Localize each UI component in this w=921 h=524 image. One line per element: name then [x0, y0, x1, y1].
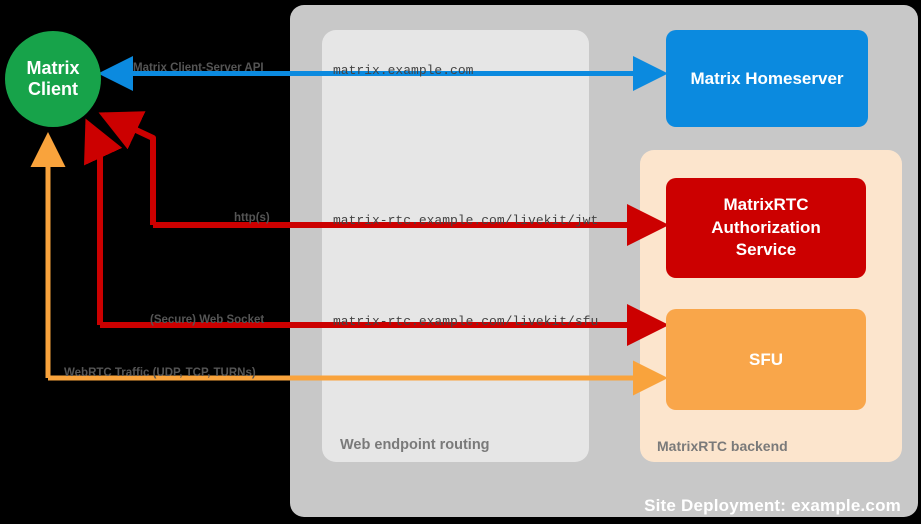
edge-label-matrix-client-server-api: Matrix Client-Server API: [133, 62, 264, 74]
endpoint-label-livekit-sfu: matrix-rtc.example.com/livekit/sfu: [333, 314, 599, 329]
group-label-web-endpoint-routing: Web endpoint routing: [340, 437, 490, 453]
edge-http-jwt: [98, 111, 669, 246]
node-sfu[interactable]: SFU: [666, 309, 866, 410]
matrix-client-label-line2: Client: [27, 79, 78, 99]
endpoint-label-livekit-jwt: matrix-rtc.example.com/livekit/jwt: [333, 213, 599, 228]
matrix-client-label-line1: Matrix: [26, 57, 80, 78]
node-matrixrtc-authorization-service[interactable]: MatrixRTC Authorization Service: [666, 178, 866, 278]
auth-service-label-line3: Service: [735, 240, 797, 260]
auth-service-label-line1: MatrixRTC: [723, 195, 809, 215]
group-web-endpoint-routing: [322, 30, 589, 462]
edge-label-webrtc-traffic: WebRTC Traffic (UDP, TCP, TURNs): [64, 367, 256, 379]
node-matrix-client[interactable]: Matrix Client: [5, 31, 101, 127]
edge-label-secure-web-socket: (Secure) Web Socket: [150, 314, 265, 326]
group-label-matrixrtc-backend: MatrixRTC backend: [657, 438, 788, 454]
edge-secure-web-socket: [84, 118, 669, 346]
sfu-label: SFU: [749, 349, 783, 369]
edge-webrtc-traffic: [30, 132, 668, 396]
endpoint-label-matrix-example-com: matrix.example.com: [333, 63, 474, 78]
auth-service-label-line2: Authorization: [711, 217, 821, 237]
edge-label-http: http(s): [234, 212, 270, 224]
node-matrix-homeserver[interactable]: Matrix Homeserver: [666, 30, 868, 127]
group-label-site-deployment: Site Deployment: example.com: [644, 496, 901, 515]
matrix-homeserver-label: Matrix Homeserver: [690, 68, 844, 88]
